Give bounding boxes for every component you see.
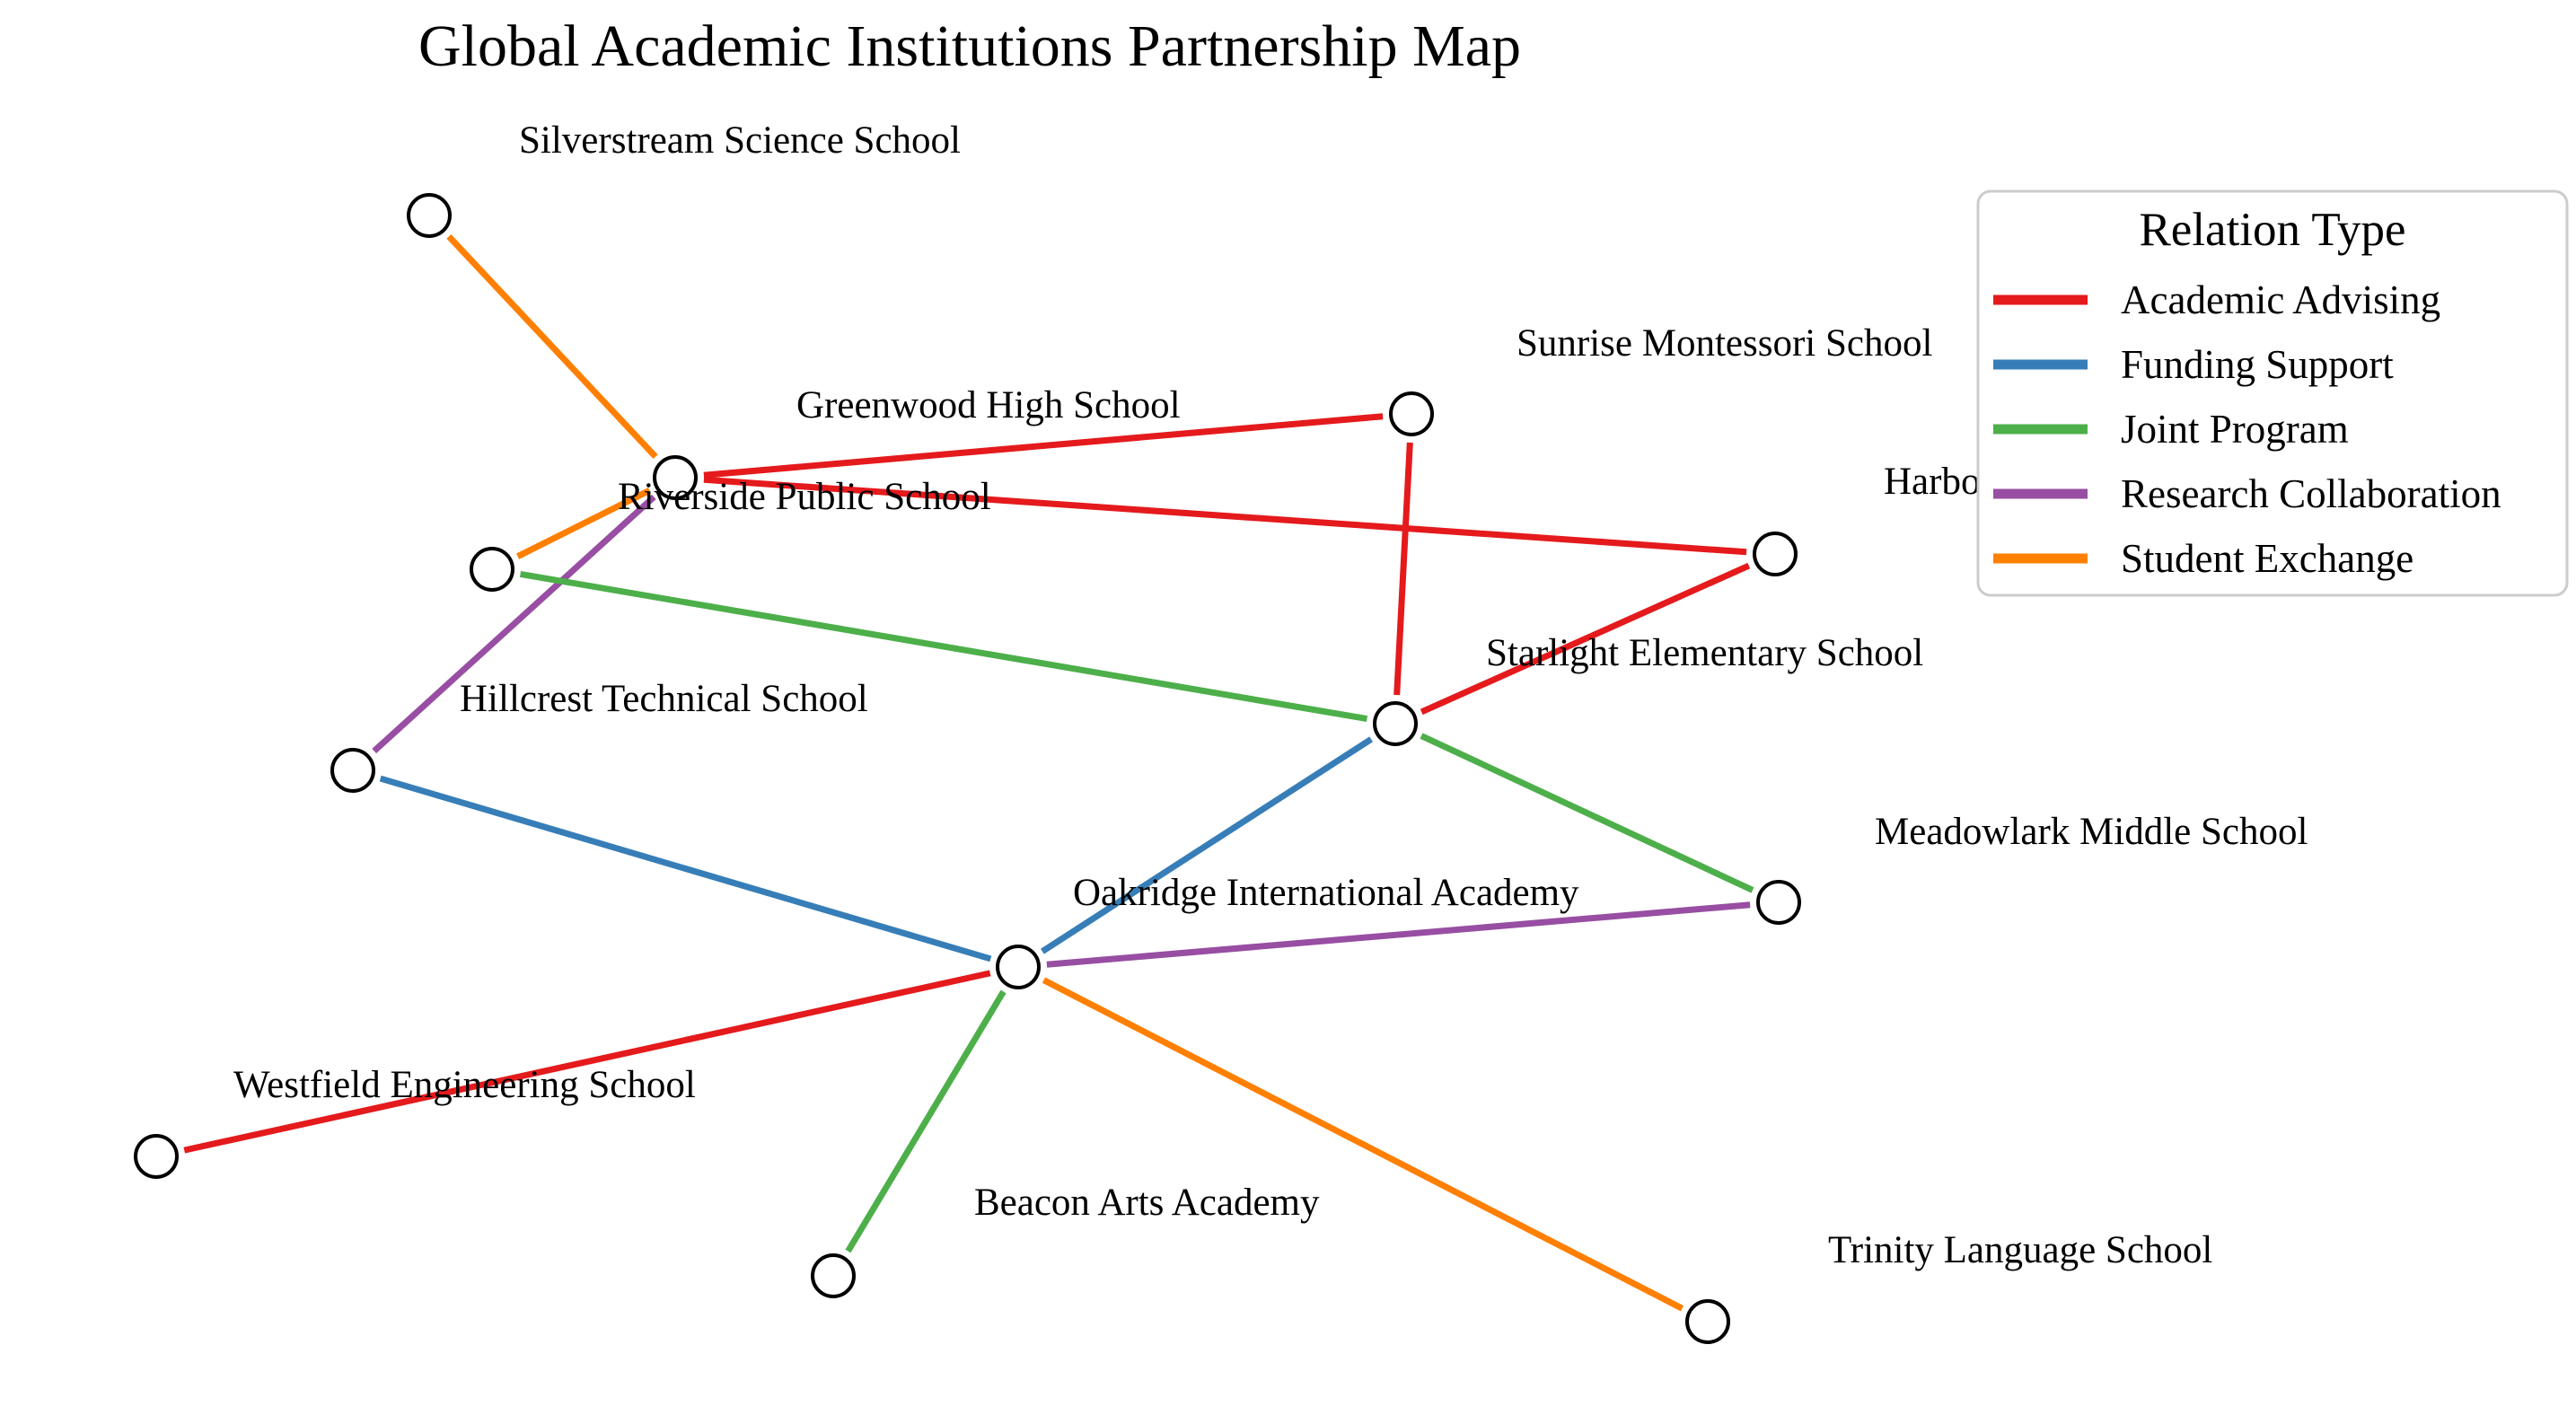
node-label-trinity: Trinity Language School — [1828, 1229, 2212, 1271]
legend-frame — [1976, 189, 2569, 597]
node-greenwood[interactable] — [470, 547, 514, 592]
edge-oakridge-meadowlark — [1046, 901, 1751, 968]
edge-riverside-sunrise — [703, 413, 1384, 479]
edge-greenwood-starlight — [519, 570, 1368, 723]
edge-silverstream-riverside — [446, 233, 658, 460]
node-riverside[interactable] — [653, 455, 698, 500]
node-harborview[interactable] — [1753, 532, 1798, 576]
edge-greenwood-riverside — [516, 488, 651, 559]
edge-westfield-oakridge — [183, 970, 991, 1154]
edge-hillcrest-oakridge — [379, 775, 992, 962]
node-label-riverside: Riverside Public School — [618, 476, 991, 518]
node-label-sunrise: Sunrise Montessori School — [1517, 322, 1933, 365]
edge-sunrise-starlight — [1394, 442, 1413, 696]
node-label-hillcrest: Hillcrest Technical School — [460, 678, 868, 720]
node-meadowlark[interactable] — [1756, 880, 1801, 925]
diagram-title: Global Academic Institutions Partnership… — [418, 13, 1522, 79]
node-label-meadowlark: Meadowlark Middle School — [1875, 811, 2308, 853]
node-beacon[interactable] — [811, 1253, 856, 1298]
node-silverstream[interactable] — [407, 193, 452, 238]
edge-starlight-oakridge — [1040, 736, 1374, 954]
node-label-starlight: Starlight Elementary School — [1486, 632, 1923, 674]
node-starlight[interactable] — [1373, 701, 1418, 746]
node-westfield[interactable] — [134, 1134, 179, 1179]
legend-label-1: Funding Support — [2121, 342, 2394, 387]
nodes-layer — [134, 193, 1801, 1344]
legend-label-2: Joint Program — [2121, 407, 2349, 452]
node-label-oakridge: Oakridge International Academy — [1073, 872, 1579, 914]
legend-title: Relation Type — [2139, 204, 2405, 256]
edge-starlight-harborview — [1420, 562, 1751, 716]
node-sunrise[interactable] — [1389, 391, 1434, 436]
node-label-greenwood: Greenwood High School — [796, 384, 1181, 426]
edges-layer — [183, 233, 1754, 1312]
node-label-silverstream: Silverstream Science School — [519, 119, 961, 162]
edge-starlight-meadowlark — [1420, 733, 1754, 893]
edge-riverside-harborview — [703, 476, 1747, 556]
edge-oakridge-beacon — [845, 989, 1007, 1253]
node-hillcrest[interactable] — [330, 748, 375, 793]
node-label-westfield: Westfield Engineering School — [233, 1064, 696, 1106]
legend-label-0: Academic Advising — [2121, 277, 2440, 322]
edge-oakridge-trinity — [1042, 977, 1684, 1312]
edge-hillcrest-riverside — [372, 494, 656, 754]
node-label-beacon: Beacon Arts Academy — [974, 1182, 1320, 1224]
node-oakridge[interactable] — [996, 945, 1041, 989]
legend-label-3: Research Collaboration — [2121, 471, 2501, 516]
node-trinity[interactable] — [1685, 1299, 1730, 1344]
legend-label-4: Student Exchange — [2121, 536, 2413, 581]
